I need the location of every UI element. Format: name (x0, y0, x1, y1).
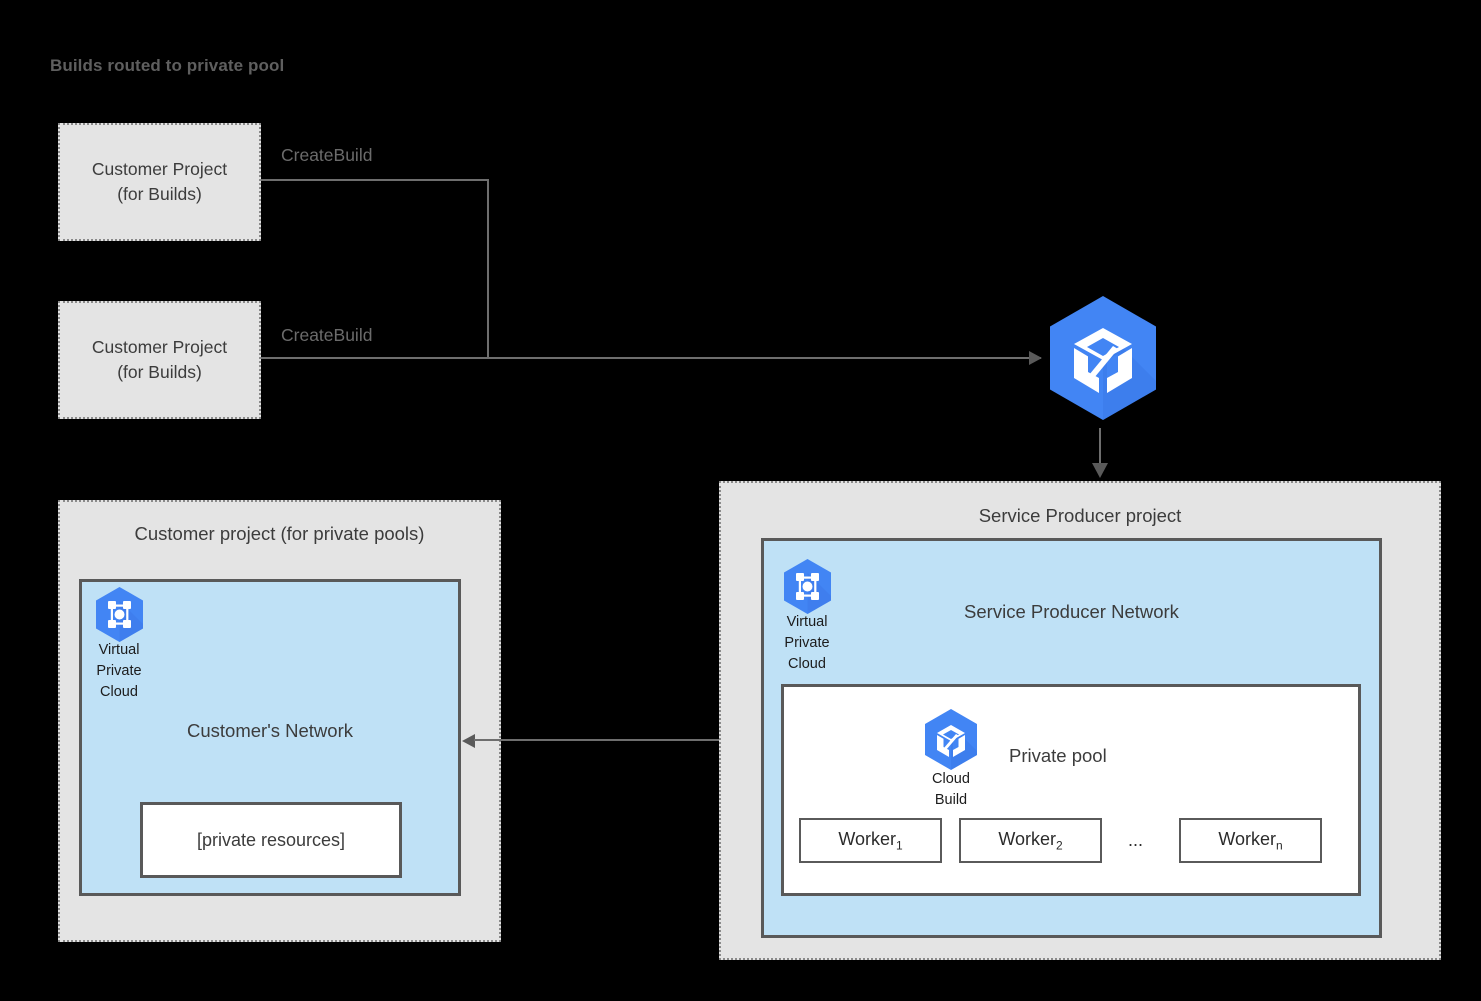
producer-vpc-icon[interactable] (781, 558, 834, 615)
arrowhead-to-producer-project (1092, 463, 1108, 478)
worker-box-2[interactable]: Worker2 (959, 818, 1102, 863)
create-build-label-1: CreateBuild (281, 145, 373, 165)
service-producer-project-title: Service Producer project (978, 505, 1182, 526)
private-pool-cloud-build-caption: Cloud Build (916, 769, 986, 811)
customer-pool-project-title: Customer project (for private pools) (134, 523, 425, 544)
private-resources-box[interactable]: [private resources] (140, 802, 402, 878)
worker-label-1: Worker1 (838, 829, 902, 853)
producer-vpc-caption: Virtual Private Cloud (774, 612, 840, 675)
worker-subscript: 2 (1056, 838, 1063, 853)
connector-1-horizontal (261, 179, 489, 181)
virtual-private-cloud-icon (96, 587, 143, 642)
project-line-1: Customer Project (91, 337, 228, 357)
cloud-build-to-producer-line (1099, 428, 1101, 466)
vpc-caption-line-1: Virtual (98, 642, 140, 658)
worker-subscript: 1 (896, 838, 903, 853)
customer-build-project-label-2: Customer Project (for Builds) (92, 335, 227, 385)
vpc-caption-line-2: Private (96, 663, 142, 679)
vpc-caption-line-3: Cloud (100, 684, 138, 700)
private-pool-label: Private pool (1009, 745, 1107, 766)
private-pool-box[interactable] (781, 684, 1361, 896)
service-producer-network-title: Service Producer Network (964, 601, 1179, 622)
worker-name: Worker (1218, 828, 1276, 849)
private-pool-cloud-build-icon[interactable] (921, 708, 981, 772)
virtual-private-cloud-icon (784, 559, 831, 614)
cloud-build-caption-line-2: Build (934, 792, 968, 808)
project-line-1: Customer Project (91, 159, 228, 179)
worker-subscript: n (1276, 838, 1283, 853)
vpc-caption-line-3: Cloud (788, 656, 826, 672)
connector-1-vertical (487, 179, 489, 359)
cloud-build-icon (1050, 296, 1156, 420)
project-line-2: (for Builds) (117, 362, 202, 382)
connector-2-horizontal (261, 357, 1041, 359)
customer-build-project-label-1: Customer Project (for Builds) (92, 157, 227, 207)
customers-network-title: Customer's Network (187, 720, 353, 741)
cloud-build-service-icon[interactable] (1044, 294, 1162, 422)
private-resources-label: [private resources] (196, 829, 346, 850)
worker-box-1[interactable]: Worker1 (799, 818, 942, 863)
worker-label-n: Workern (1218, 829, 1282, 853)
customer-vpc-icon[interactable] (93, 586, 146, 643)
worker-name: Worker (998, 828, 1056, 849)
workers-ellipsis: ... (1128, 830, 1144, 850)
project-line-2: (for Builds) (117, 184, 202, 204)
worker-name: Worker (838, 828, 896, 849)
network-peering-line (474, 739, 751, 741)
arrowhead-peering-left (462, 734, 475, 748)
customer-vpc-caption: Virtual Private Cloud (86, 640, 152, 703)
arrowhead-to-cloud-build (1029, 351, 1042, 365)
diagram-title: Builds routed to private pool (50, 56, 285, 75)
vpc-caption-line-1: Virtual (786, 614, 828, 630)
cloud-build-icon (925, 709, 977, 770)
vpc-caption-line-2: Private (784, 635, 830, 651)
cloud-build-caption-line-1: Cloud (932, 771, 970, 787)
customer-build-project-box-2[interactable]: Customer Project (for Builds) (58, 301, 261, 419)
create-build-label-2: CreateBuild (281, 325, 373, 345)
worker-label-2: Worker2 (998, 829, 1062, 853)
customer-build-project-box-1[interactable]: Customer Project (for Builds) (58, 123, 261, 241)
worker-box-n[interactable]: Workern (1179, 818, 1322, 863)
